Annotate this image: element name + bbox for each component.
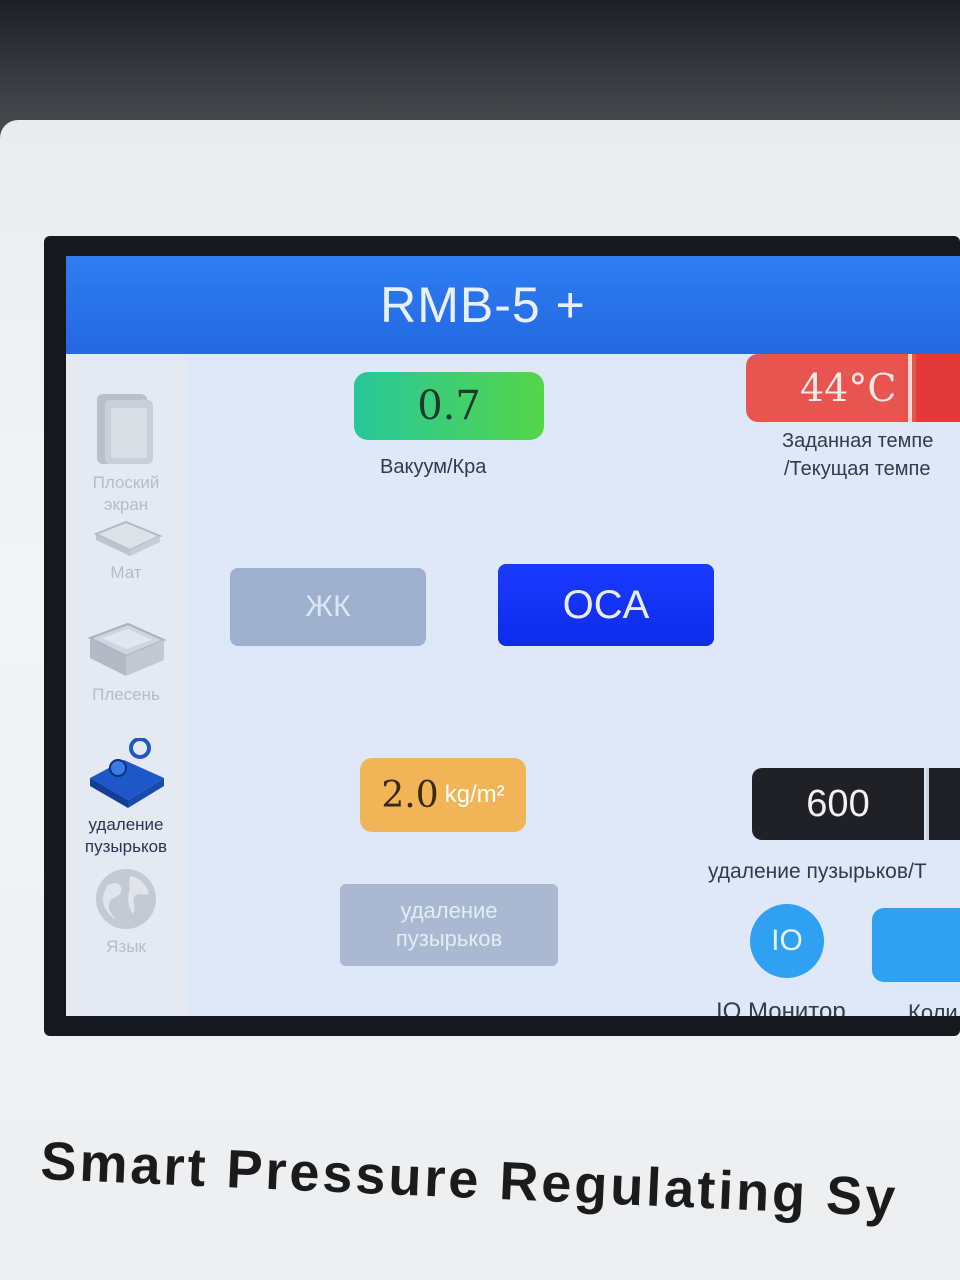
pressure-unit: kg/m² [444,781,505,808]
bubble-removal-button[interactable]: удаление пузырьков [340,884,558,966]
sidebar-item-mold[interactable]: Плесень [66,618,186,706]
sidebar: Плоский экран Мат Плесень [66,354,186,1016]
sidebar-item-flat-screen[interactable]: Плоский экран [66,390,186,516]
io-monitor-button[interactable]: IO [750,904,824,978]
main-panel: 0.7 Вакуум/Кра 44°C Заданная темпе /Теку… [186,354,960,1016]
sidebar-item-label: удаление пузырьков [84,815,168,856]
pressure-value: 2.0 [381,774,439,816]
temperature-set-value-box[interactable] [916,354,960,422]
sidebar-item-label: Плесень [92,685,160,704]
sidebar-item-label: Язык [106,937,146,956]
mat-icon [93,520,163,556]
count-button[interactable] [872,908,960,982]
vacuum-value-display[interactable]: 0.7 [354,372,544,440]
temperature-label-line2: /Текущая темпе [784,458,931,480]
timer-second-box[interactable] [926,768,960,840]
title-bar: RMB-5 + [66,256,960,354]
background-scene [0,0,960,140]
temperature-divider [908,354,912,422]
tablet-icon [97,394,153,464]
bubble-removal-timer-display[interactable]: 600 [752,768,924,840]
lcd-mode-button[interactable]: ЖК [230,568,426,646]
count-label: Коли [908,1000,958,1016]
temperature-label-line1: Заданная темпе [782,430,934,452]
sidebar-item-label: Плоский экран [92,473,160,514]
temperature-current-value: 44°C [800,366,897,410]
globe-icon [96,869,156,929]
sidebar-item-mat[interactable]: Мат [66,518,186,584]
temperature-display[interactable]: 44°C [746,354,960,422]
touch-screen: RMB-5 + Плоский экран Мат [66,256,960,1016]
sidebar-item-language[interactable]: Язык [66,866,186,958]
vacuum-label: Вакуум/Кра [380,456,487,478]
pressure-display[interactable]: 2.0 kg/m² [360,758,526,832]
sidebar-item-label: Мат [110,563,142,582]
bubble-removal-icon [90,738,164,808]
io-monitor-label: IO Монитор [716,998,846,1016]
bubble-removal-button-label: удаление пузырьков [395,898,503,951]
oca-mode-button[interactable]: OCA [498,564,714,646]
mold-tray-icon [87,622,167,676]
timer-label: удаление пузырьков/Т [708,860,927,883]
app-title: RMB-5 + [380,277,586,333]
sidebar-item-bubble-removal[interactable]: удаление пузырьков [66,738,186,858]
